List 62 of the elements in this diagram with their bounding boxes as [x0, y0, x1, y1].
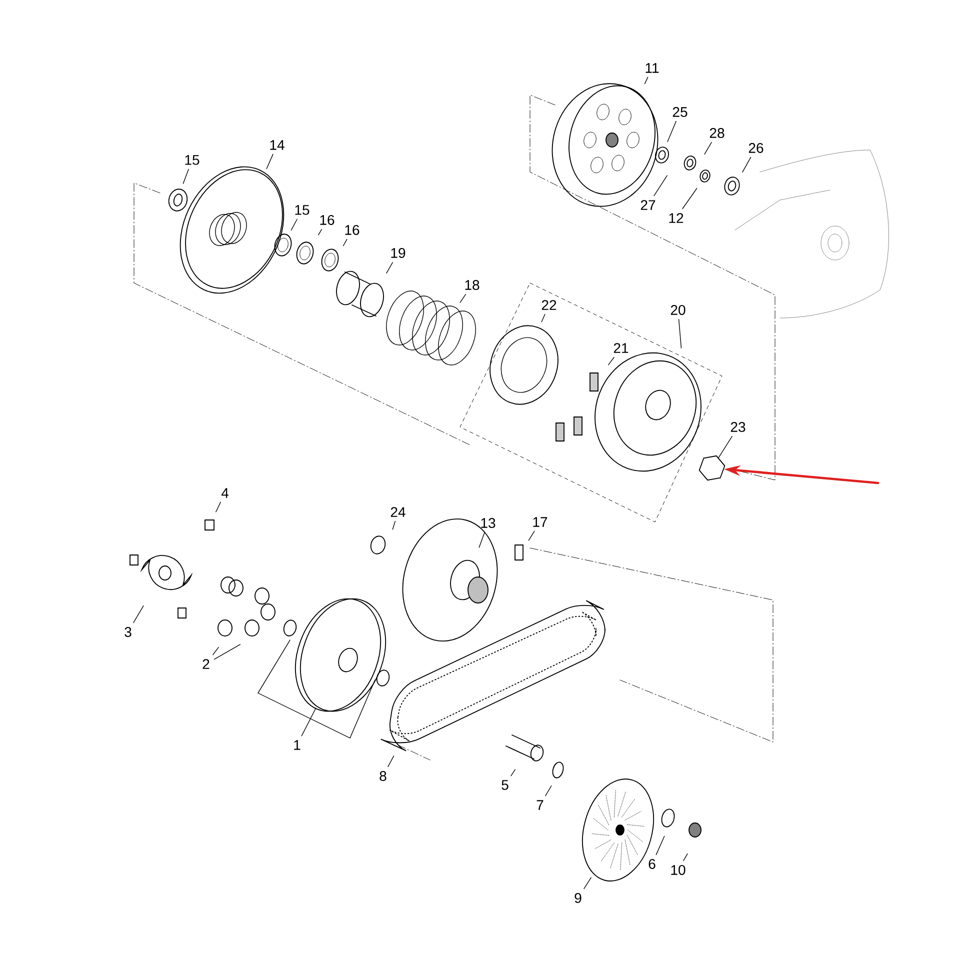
leader-line	[301, 708, 316, 736]
leader-line	[216, 502, 221, 512]
callout-number: 28	[710, 128, 724, 138]
callout-number: 23	[730, 422, 746, 432]
leader-line	[654, 175, 668, 196]
callout-number: 20	[670, 305, 686, 315]
leader-line	[318, 228, 322, 236]
callout-number: 12	[669, 213, 684, 223]
callout-number: 15	[295, 205, 310, 215]
callout-number: 2	[202, 659, 210, 669]
leader-line	[266, 154, 274, 170]
leader-line	[386, 262, 394, 274]
callout-number: 21	[614, 343, 628, 353]
leader-line	[478, 532, 485, 548]
callout-number: 15	[185, 155, 200, 165]
leader-line	[290, 218, 298, 230]
callout-number: 6	[648, 859, 656, 869]
leader-line	[541, 314, 546, 322]
callout-number: 24	[390, 507, 406, 517]
callout-number: 8	[380, 771, 386, 781]
leader-line	[667, 120, 676, 142]
leader-line	[460, 294, 466, 303]
hex-nut-icon	[698, 455, 726, 481]
callout-number: 14	[270, 140, 284, 150]
leader-line	[528, 530, 535, 541]
leader-line	[656, 836, 665, 856]
callout-number: 27	[640, 200, 656, 210]
leader-line	[644, 76, 648, 84]
leader-line	[678, 318, 682, 348]
callout-number: 19	[391, 248, 406, 258]
callout-number: 16	[345, 225, 360, 235]
callout-number: 25	[672, 107, 688, 117]
leader-line	[584, 877, 592, 890]
callout-number: 22	[542, 300, 556, 310]
callout-number: 11	[646, 63, 659, 73]
leader-line	[342, 238, 348, 246]
leader-line	[133, 605, 144, 624]
leader-line	[182, 168, 189, 184]
leader-line	[392, 520, 396, 530]
callout-number: 10	[671, 865, 686, 875]
callout-number: 1	[294, 740, 300, 750]
callout-number: 18	[465, 280, 480, 290]
leader-line	[212, 646, 219, 656]
callout-number: 5	[502, 780, 508, 790]
callout-number: 7	[536, 800, 544, 810]
leader-line	[545, 785, 552, 796]
callout-number: 26	[748, 143, 764, 153]
leader-line	[214, 644, 241, 660]
callout-number: 13	[481, 518, 496, 528]
callout-number: 16	[320, 215, 334, 225]
leader-line	[682, 188, 698, 210]
leader-line	[388, 756, 394, 768]
callout-number: 3	[124, 627, 132, 637]
callout-number: 4	[221, 488, 228, 498]
leader-line	[608, 356, 614, 366]
leader-line	[683, 853, 688, 862]
callout-number: 9	[574, 893, 582, 903]
callout-number: 17	[533, 517, 548, 527]
leader-line	[718, 436, 732, 458]
leader-line	[510, 769, 516, 776]
leader-line	[742, 156, 752, 172]
leader-line	[704, 142, 712, 155]
